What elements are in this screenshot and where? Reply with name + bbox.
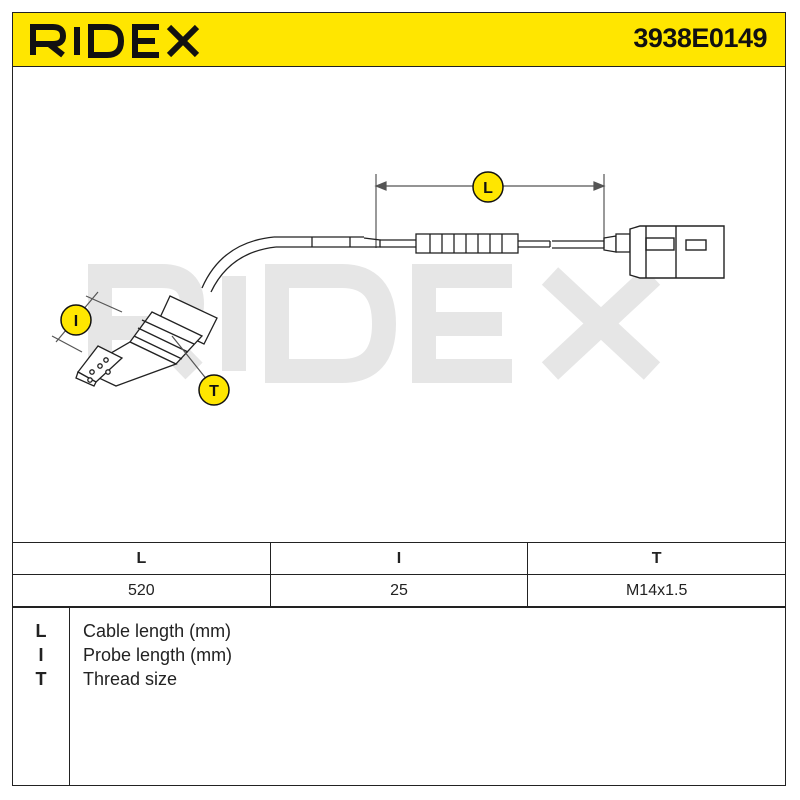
legend-key: L [35,621,47,641]
electrical-connector [629,225,725,279]
legend-row-t: T Thread size [13,667,785,691]
spec-value-l: 520 [12,574,271,607]
legend-key: I [38,645,44,665]
legend-description: Cable length (mm) [83,621,232,641]
ridex-logo [30,24,200,58]
legend-description: Thread size [83,669,178,689]
callout-badge-t [198,374,230,406]
legend-row-i: I Probe length (mm) [13,643,785,667]
spec-header-t: T [527,542,786,575]
callout-label-i: I [74,313,78,330]
callout-badge-i [60,304,92,336]
spec-value-i: 25 [269,574,529,607]
header-bar: 3938E0149 [12,12,786,67]
part-number: 3938E0149 [633,23,767,53]
legend: L Cable length (mm) I Probe length (mm) … [12,607,786,786]
sensor-drawing: L [51,171,725,406]
spec-header-l: L [12,542,271,575]
spec-value-t: M14x1.5 [527,574,786,607]
spec-header-i: I [269,542,529,575]
legend-key: T [35,669,47,689]
callout-label-l: L [483,180,493,197]
legend-row-l: L Cable length (mm) [13,619,785,643]
spec-table: L I T 520 25 M14x1.5 [12,542,786,607]
sensor-cable [201,233,631,293]
legend-divider [69,608,70,785]
callout-label-t: T [209,383,219,400]
callout-badge-l [472,171,504,203]
spec-value-row: 520 25 M14x1.5 [12,574,786,607]
spec-header-row: L I T [12,542,786,575]
legend-description: Probe length (mm) [83,645,233,665]
